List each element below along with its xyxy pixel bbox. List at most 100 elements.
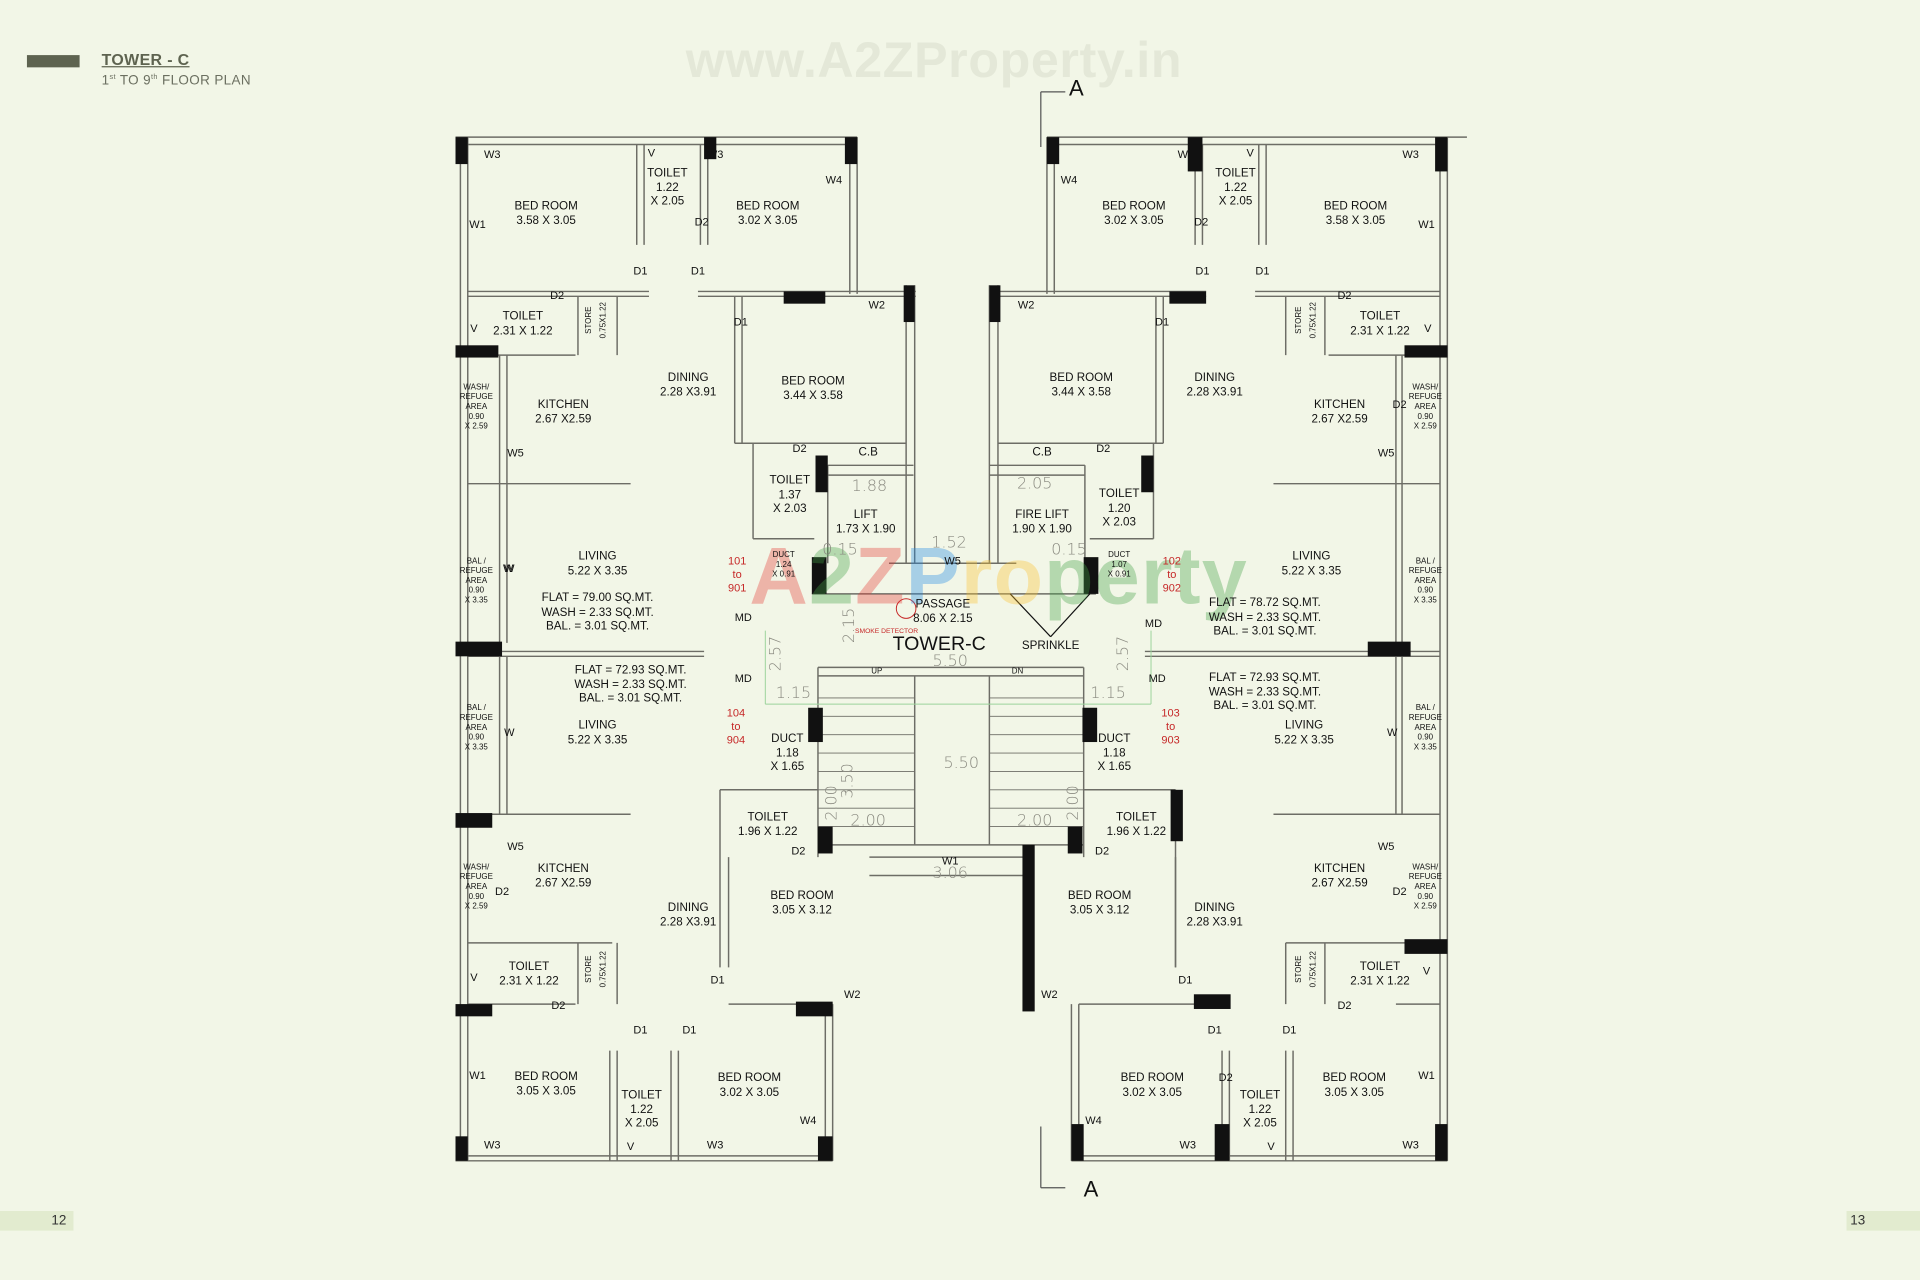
room-label-line: 1.96 X 1.22: [737, 824, 798, 839]
room-label-line: 902: [1162, 581, 1182, 594]
room-label-line: 0.75X1.22: [598, 951, 608, 988]
section-marker-top: A: [1068, 75, 1084, 101]
watermark-letter: A: [749, 530, 809, 621]
room-label-line: BED ROOM: [1067, 888, 1132, 903]
room-label-line: X 0.91: [772, 570, 796, 580]
room-label-line: 3.02 X 3.05: [719, 1085, 780, 1099]
room-label-line: DINING: [1194, 901, 1236, 915]
door-window-mark: V: [1424, 322, 1432, 335]
room-label-line: 1.24: [775, 560, 792, 570]
room-label-line: LIVING: [578, 549, 617, 564]
room-label: FLAT = 72.93 SQ.MT.WASH = 2.33 SQ.MT.BAL…: [1209, 671, 1321, 713]
door-window-mark: W3: [1402, 1138, 1419, 1152]
room-label-line: TOWER-C: [892, 634, 986, 656]
room-label-line: LIVING: [1292, 549, 1331, 564]
watermark-letter: 2: [808, 530, 856, 621]
page-number-right: 13: [1846, 1211, 1920, 1231]
room-label-line: BED ROOM: [514, 1070, 578, 1084]
room-label-line: 2.28 X3.91: [1186, 915, 1243, 929]
door-window-mark: D1: [1178, 973, 1193, 986]
door-window-mark: W3: [706, 148, 724, 161]
door-window-mark: W3: [706, 1138, 724, 1152]
room-label-line: 1.73 X 1.90: [835, 522, 896, 536]
room-label-line: KITCHEN: [537, 397, 589, 412]
room-label-line: to: [732, 568, 742, 581]
door-window-mark: D1: [1255, 264, 1270, 277]
header-accent-bar: [26, 55, 80, 68]
watermark-url: www.A2ZProperty.in: [685, 31, 1183, 89]
room-label-line: BED ROOM: [736, 199, 800, 214]
room-label-line: 2.31 X 1.22: [1350, 974, 1410, 988]
dimension-label: 2.15: [840, 607, 859, 644]
door-window-mark: MD: [734, 611, 752, 624]
room-label-line: 0.90: [468, 892, 485, 902]
dimension-label: 2.57: [766, 635, 786, 672]
subtitle-part: FLOOR PLAN: [157, 73, 251, 89]
room-label-line: BAL. = 3.01 SQ.MT.: [1213, 699, 1317, 713]
room-label-line: X 3.35: [1413, 743, 1437, 752]
door-window-mark: W1: [469, 217, 486, 231]
room-label-line: BED ROOM: [514, 199, 578, 214]
room-label-line: X 3.35: [464, 743, 488, 752]
dimension-label: 5.50: [932, 652, 968, 672]
room-label-line: 8.06 X 2.15: [913, 611, 973, 626]
door-window-mark: W4: [825, 173, 843, 187]
room-label-line: BAL /: [1415, 704, 1435, 713]
room-label-line: WASH = 2.33 SQ.MT.: [541, 605, 654, 619]
door-window-mark: D1: [1207, 1023, 1222, 1036]
room-label-line: X 2.05: [624, 1116, 659, 1131]
room-label-line: TOILET: [1116, 810, 1157, 825]
room-label-line: 2.67 X2.59: [1311, 876, 1368, 890]
room-label-line: FLAT = 79.00 SQ.MT.: [541, 591, 654, 605]
door-window-mark: W2: [868, 298, 886, 312]
room-label-line: WASH/: [1412, 863, 1439, 872]
dimension-label: 2.00: [850, 811, 886, 831]
door-window-mark: W5: [944, 554, 961, 567]
room-label-line: KITCHEN: [1314, 862, 1366, 876]
room-label-line: 0.90: [1417, 586, 1434, 596]
room-label-line: WASH = 2.33 SQ.MT.: [574, 677, 687, 692]
room-label-line: AREA: [465, 723, 488, 733]
room-label-line: BAL. = 3.01 SQ.MT.: [1213, 624, 1317, 638]
room-label-line: AREA: [465, 402, 488, 412]
room-label: FLAT = 79.00 SQ.MT.WASH = 2.33 SQ.MT.BAL…: [541, 591, 653, 633]
door-window-mark: D2: [792, 442, 807, 455]
watermark-letter: P: [905, 530, 961, 621]
dimension-label: 0.15: [1051, 541, 1087, 560]
subtitle-sup: st: [109, 73, 116, 82]
room-label-line: AREA: [1414, 882, 1437, 892]
door-window-mark: W3: [483, 1138, 501, 1152]
watermark-letter: Z: [855, 530, 906, 621]
room-label-line: DUCT: [1098, 732, 1131, 746]
room-label: C.B: [858, 446, 877, 460]
room-label-line: WASH/: [463, 863, 490, 872]
room-label-line: X 1.65: [1097, 760, 1132, 774]
door-window-mark: D1: [1195, 264, 1210, 277]
page-title: TOWER - C: [101, 50, 190, 69]
door-window-mark: W4: [799, 1114, 817, 1127]
dimension-label: 2.00: [1016, 811, 1053, 831]
section-marker-bottom: A: [1083, 1176, 1099, 1202]
room-label-line: 5.22 X 3.35: [567, 563, 628, 578]
room-label-line: X 3.35: [464, 596, 488, 605]
room-label-line: TOILET: [508, 960, 550, 974]
room-label-line: AREA: [1414, 402, 1437, 412]
dimension-label: 3.50: [839, 763, 858, 799]
room-label-line: C.B: [858, 445, 878, 460]
subtitle-part: 1: [101, 73, 110, 89]
room-label-line: REFUGE: [1408, 566, 1442, 576]
